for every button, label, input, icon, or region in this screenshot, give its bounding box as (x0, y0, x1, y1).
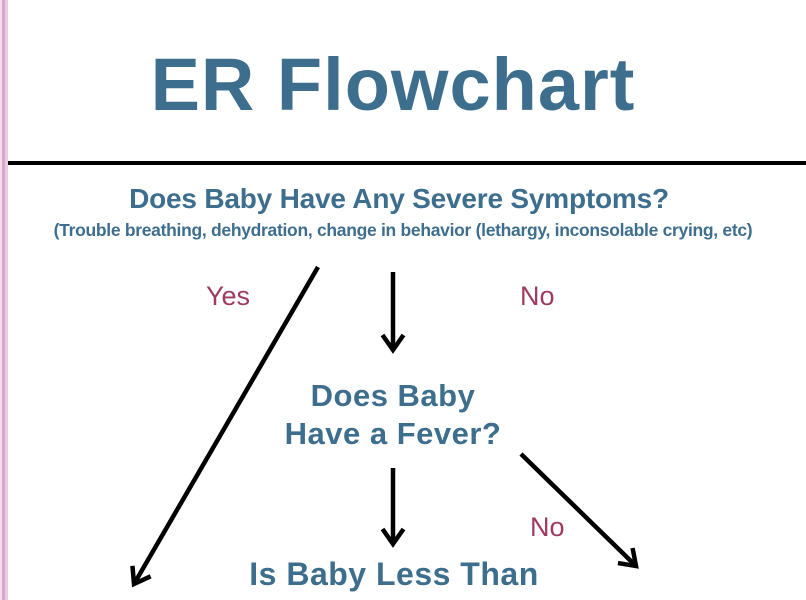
question-fever: Does Baby Have a Fever? (0, 377, 786, 453)
severe-no-label: No (520, 281, 555, 311)
fever-no-label: No (530, 512, 565, 542)
question-fever-line1: Does Baby (310, 378, 476, 413)
question-baby-age-partial: Is Baby Less Than (249, 556, 539, 592)
title-divider (8, 161, 806, 165)
question-severe-symptoms-detail: (Trouble breathing, dehydration, change … (53, 220, 753, 240)
question-fever-line2: Have a Fever? (284, 416, 502, 451)
fever-no-arrow (519, 452, 639, 569)
severe-yes-label: Yes (206, 281, 251, 311)
page-left-border (0, 0, 8, 600)
page-title: ER Flowchart (150, 43, 636, 126)
question-severe-symptoms: Does Baby Have Any Severe Symptoms? (129, 183, 669, 214)
